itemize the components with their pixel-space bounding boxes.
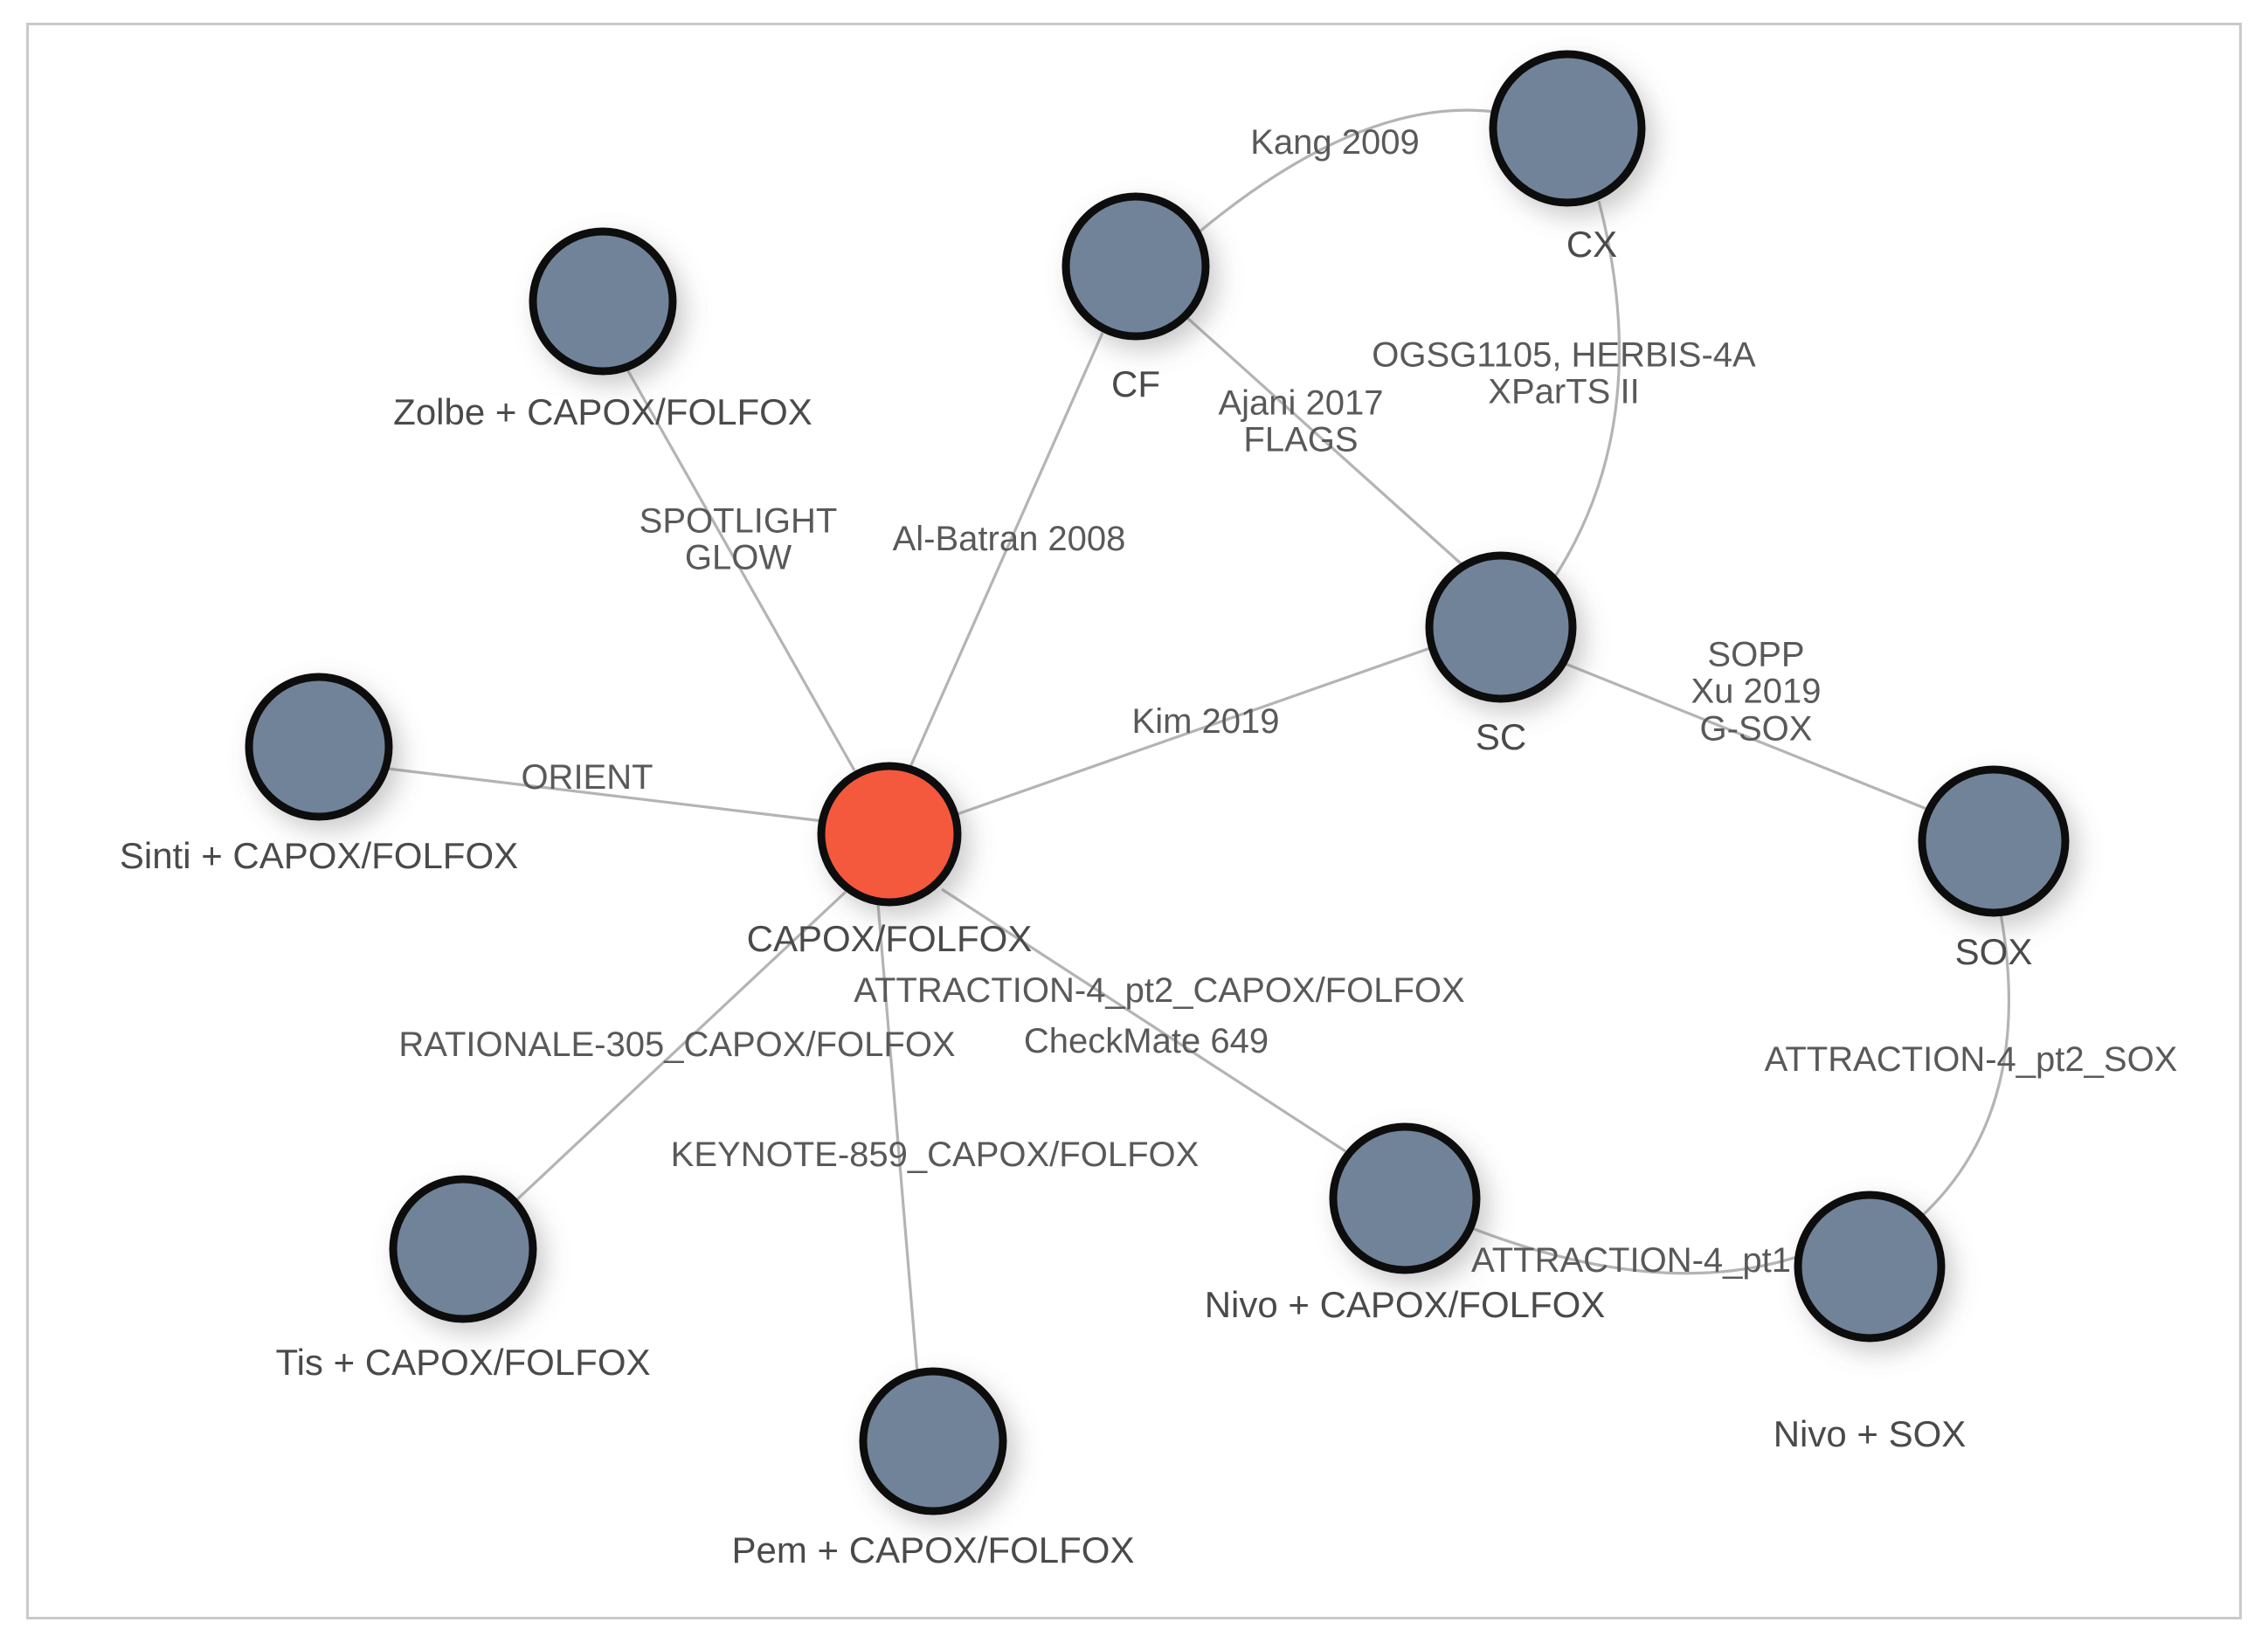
edge-label-line: XParTS II [1488,373,1640,411]
graph-edge [909,332,1104,768]
edge-label-line: Al-Batran 2008 [892,519,1126,558]
graph-node[interactable] [389,1175,537,1323]
graph-node[interactable] [245,673,393,821]
node-label: CF [1111,363,1160,404]
edge-label: CheckMate 649 [1023,1021,1269,1060]
edge-label-line: Xu 2019 [1691,672,1822,711]
graph-edge [626,369,856,771]
edge-label-line: KEYNOTE-859_CAPOX/FOLFOX [670,1135,1200,1174]
node-label: Tis + CAPOX/FOLFOX [275,1342,651,1383]
graph-node[interactable] [1329,1122,1481,1274]
graph-node[interactable] [1489,50,1646,207]
edge-label-line: Ajani 2017 [1218,383,1384,423]
graph-edge [1565,662,1936,814]
node-label: Nivo + SOX [1773,1413,1967,1454]
edge-label: ATTRACTION-4_pt2_CAPOX/FOLFOX [854,970,1465,1010]
graph-edge [1469,1225,1801,1275]
nodes-layer [245,50,2070,1515]
graph-node[interactable] [1918,765,2070,917]
edge-label-line: FLAGS [1243,421,1359,459]
edge-label: RATIONALE-305_CAPOX/FOLFOX [398,1025,956,1064]
edge-label-line: GLOW [684,539,792,577]
edge-label-line: SPOTLIGHT [639,501,838,541]
edge-label: KEYNOTE-859_CAPOX/FOLFOX [671,1136,1200,1173]
graph-edge [1553,200,1621,577]
graph-edge [1920,913,2010,1218]
edge-label-line: Kang 2009 [1250,122,1420,162]
graph-node[interactable] [1061,192,1210,341]
node-label: Nivo + CAPOX/FOLFOX [1204,1284,1606,1325]
graph-node[interactable] [1794,1191,1946,1343]
graph-node[interactable] [817,762,962,907]
graph-node[interactable] [529,227,677,376]
edge-label: ATTRACTION-4_pt1 [1471,1240,1791,1280]
edge-label: ORIENT [521,757,653,797]
edges-layer [387,108,2010,1374]
graph-edge [514,890,847,1203]
edge-label: Kang 2009 [1250,122,1420,162]
node-label: SC [1475,716,1527,757]
edge-label: ATTRACTION-4_pt2_SOX [1764,1039,2178,1079]
edge-label: Kim 2019 [1131,701,1280,741]
edge-label-line: SOPP [1707,635,1805,674]
graph-edge [1185,315,1462,565]
graph-edge [876,903,919,1374]
node-label: Pem + CAPOX/FOLFOX [731,1529,1135,1571]
edge-label-line: Kim 2019 [1131,701,1280,741]
node-label: Sinti + CAPOX/FOLFOX [119,835,519,876]
node-label: SOX [1954,931,2033,972]
graph-node[interactable] [859,1367,1007,1515]
edge-label-line: CheckMate 649 [1023,1021,1269,1060]
edge-label-line: ATTRACTION-4_pt1 [1471,1240,1791,1280]
graph-edge [954,646,1431,817]
graph-edge [1197,108,1495,234]
edge-label-line: G-SOX [1699,709,1813,749]
graph-edge [941,887,1346,1153]
node-label: CX [1566,224,1618,265]
edge-label-line: ATTRACTION-4_pt2_SOX [1764,1039,2178,1079]
graph-node[interactable] [1425,551,1577,703]
edge-label-line: ATTRACTION-4_pt2_CAPOX/FOLFOX [854,970,1465,1010]
edge-label: Al-Batran 2008 [892,519,1126,558]
node-label: Zolbe + CAPOX/FOLFOX [393,391,812,432]
edge-label-line: RATIONALE-305_CAPOX/FOLFOX [398,1025,956,1064]
edge-label-line: OGSG1105, HERBIS-4A [1372,335,1756,375]
edge-label-line: ORIENT [521,757,653,797]
graph-edge [387,767,824,823]
node-label: CAPOX/FOLFOX [746,918,1033,959]
